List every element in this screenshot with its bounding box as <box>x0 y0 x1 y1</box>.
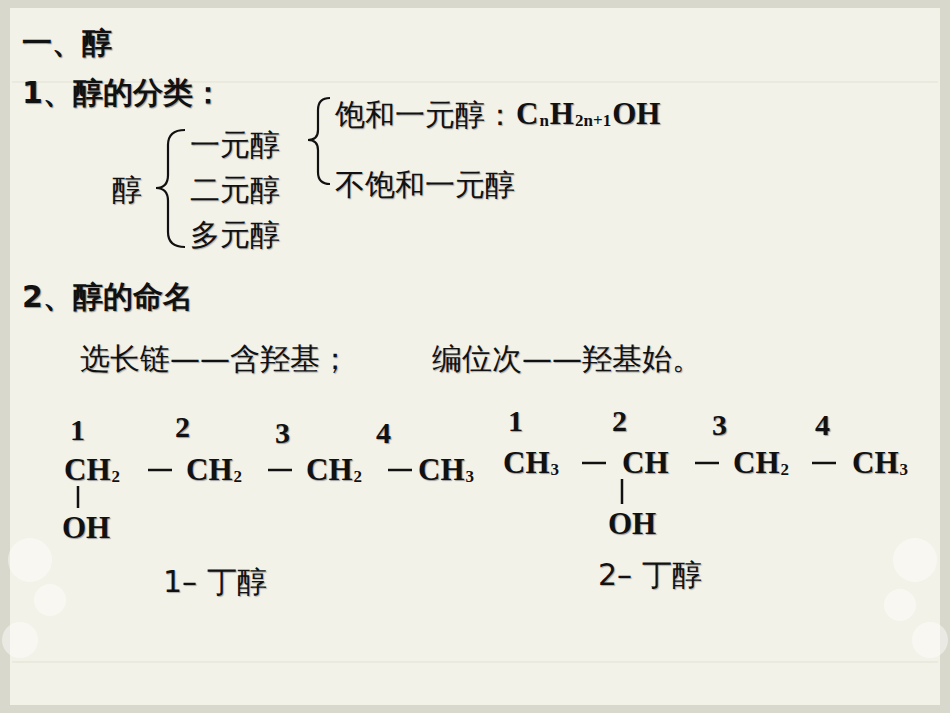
rule-text: 编位次——羟基始。 <box>432 344 702 374</box>
chem-group: CH <box>622 447 669 478</box>
formula-part: H <box>550 98 574 129</box>
class-name: 二元醇 <box>190 175 280 205</box>
chem-subscript: 2 <box>354 468 363 485</box>
carbon-number: 1 <box>70 415 85 445</box>
chem-subscript: 3 <box>466 468 475 485</box>
hydroxyl-group: OH <box>608 508 656 539</box>
formula-subscript: 2n+1 <box>575 112 611 129</box>
chem-subscript: 2 <box>112 468 121 485</box>
chem-subscript: 3 <box>900 461 909 478</box>
carbon-number: 3 <box>275 418 290 448</box>
class-name: 多元醇 <box>190 220 280 250</box>
class-name: 醇 <box>112 175 142 205</box>
chem-subscript: 3 <box>551 461 560 478</box>
chem-group: CH <box>186 454 233 485</box>
chem-group: CH <box>64 454 111 485</box>
ruled-lines <box>12 82 938 662</box>
formula-part: OH <box>612 98 660 129</box>
chem-group: CH <box>418 454 465 485</box>
formula-subscript: n <box>539 112 548 129</box>
slide-title: 一、醇 <box>22 28 112 58</box>
chem-group: CH <box>733 447 780 478</box>
carbon-number: 2 <box>175 412 190 442</box>
carbon-number: 4 <box>376 418 391 448</box>
section-heading: 1、醇的分类： <box>22 78 223 108</box>
carbon-number: 3 <box>712 410 727 440</box>
section-heading: 2、醇的命名 <box>22 282 193 312</box>
hydroxyl-group: OH <box>62 512 110 543</box>
chem-group: CH <box>852 447 899 478</box>
chem-group: CH <box>306 454 353 485</box>
class-name: 一元醇 <box>190 130 280 160</box>
formula-part: C <box>516 98 538 129</box>
carbon-number: 1 <box>508 406 523 436</box>
flower-pattern <box>2 538 948 658</box>
compound-name: 1– 丁醇 <box>163 567 267 597</box>
class-name: 饱和一元醇： <box>335 100 515 130</box>
carbon-number: 2 <box>612 406 627 436</box>
class-name: 不饱和一元醇 <box>335 170 515 200</box>
carbon-number: 4 <box>815 410 830 440</box>
compound-name: 2– 丁醇 <box>598 560 702 590</box>
chem-group: CH <box>503 447 550 478</box>
chem-subscript: 2 <box>781 461 790 478</box>
rule-text: 选长链——含羟基； <box>80 344 350 374</box>
chem-subscript: 2 <box>234 468 243 485</box>
